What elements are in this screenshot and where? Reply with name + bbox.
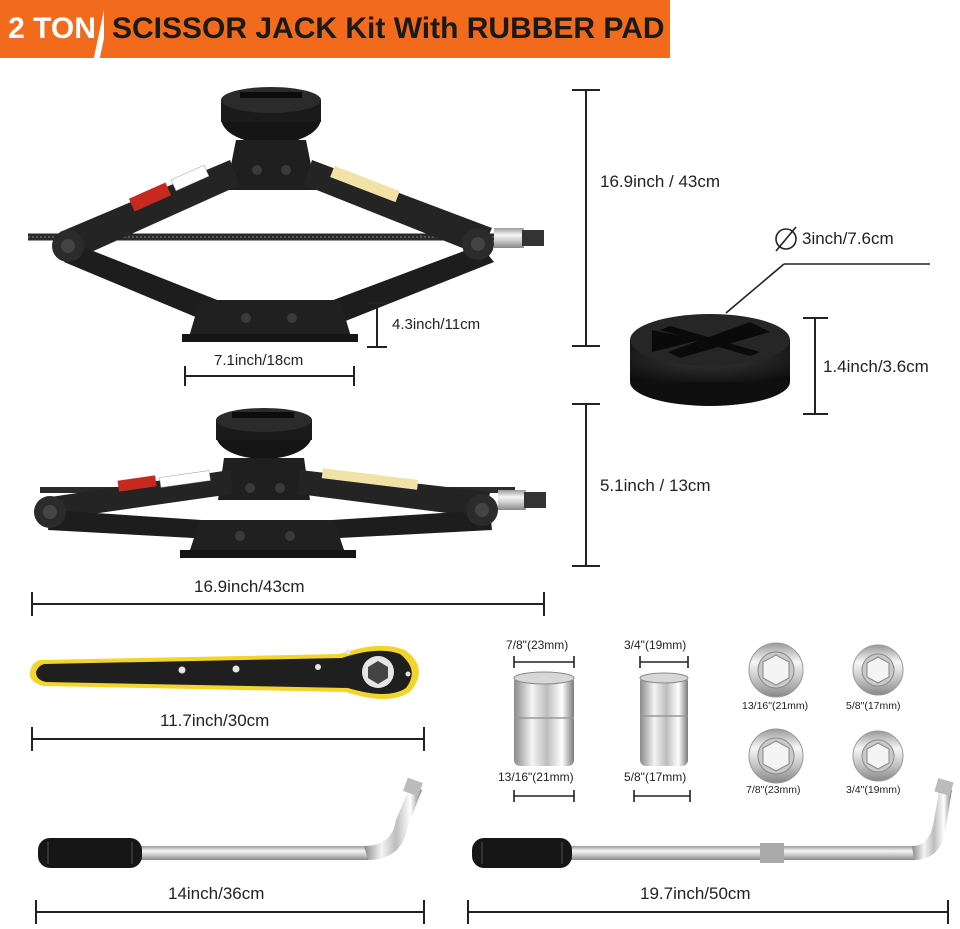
- title-banner: 2 TON SCISSOR JACK Kit With RUBBER PAD: [0, 0, 670, 58]
- socket-small: [639, 672, 689, 766]
- socket-face-23mm: [748, 728, 804, 784]
- socket-small-top-label: 3/4"(19mm): [624, 638, 687, 652]
- ratchet-wrench: [29, 645, 419, 699]
- min-height-dimension: [572, 403, 600, 567]
- socket-face-19mm: [852, 730, 904, 782]
- socket-large-dimension: [513, 656, 575, 802]
- scissor-jack-collapsed: [34, 408, 546, 558]
- socket-large-top-label: 7/8"(23mm): [506, 638, 569, 652]
- short-handle: [38, 777, 423, 868]
- max-height-label: 16.9inch / 43cm: [600, 172, 721, 191]
- base-height-dimension: [367, 302, 387, 348]
- pad-height-label: 1.4inch/3.6cm: [823, 357, 929, 376]
- base-width-label: 7.1inch/18cm: [214, 352, 304, 369]
- socket-face-21mm: [748, 642, 804, 698]
- jack-length-dimension: [31, 592, 545, 616]
- min-height-label: 5.1inch / 13cm: [600, 476, 711, 495]
- wrench-length-dimension: [31, 727, 425, 751]
- socket-large: [513, 671, 575, 766]
- pad-diameter-leader: [725, 226, 930, 314]
- rubber-pad: [630, 314, 790, 406]
- tonnage-label: 2 TON: [0, 0, 104, 58]
- socket-face-21mm-label: 13/16"(21mm): [742, 700, 809, 712]
- scissor-jack-extended: [28, 87, 544, 342]
- socket-face-17mm: [852, 644, 904, 696]
- jack-length-label: 16.9inch/43cm: [194, 577, 305, 596]
- short-handle-dimension: [35, 900, 425, 924]
- long-handle-dimension: [467, 900, 949, 924]
- wrench-length-label: 11.7inch/30cm: [160, 711, 270, 730]
- socket-face-19mm-label: 3/4"(19mm): [846, 784, 901, 796]
- pad-height-dimension: [803, 317, 828, 415]
- base-width-dimension: [184, 366, 355, 386]
- socket-face-17mm-label: 5/8"(17mm): [846, 700, 901, 712]
- socket-small-bottom-label: 5/8"(17mm): [624, 770, 687, 784]
- socket-face-23mm-label: 7/8"(23mm): [746, 784, 801, 796]
- short-handle-label: 14inch/36cm: [168, 884, 265, 903]
- long-handle: [472, 778, 954, 868]
- base-height-label: 4.3inch/11cm: [392, 316, 481, 333]
- product-title: SCISSOR JACK Kit With RUBBER PAD: [104, 0, 670, 58]
- pad-diameter-label: 3inch/7.6cm: [802, 229, 894, 248]
- socket-large-bottom-label: 13/16"(21mm): [498, 770, 574, 784]
- socket-small-dimension: [633, 656, 691, 802]
- long-handle-label: 19.7inch/50cm: [640, 884, 751, 903]
- max-height-dimension: [572, 89, 600, 347]
